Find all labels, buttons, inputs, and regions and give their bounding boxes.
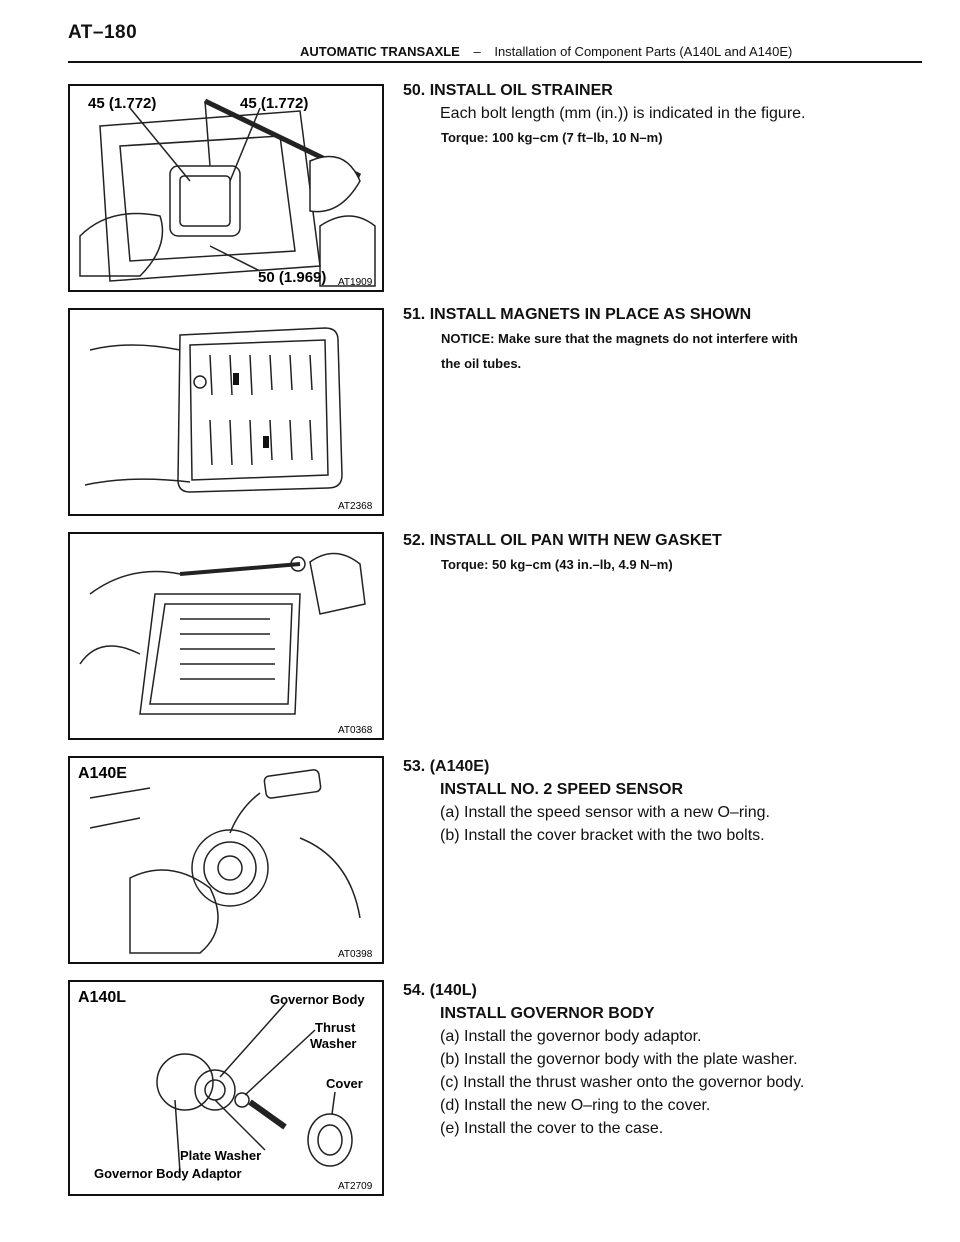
- step-item-c: (c) Install the thrust washer onto the g…: [440, 1074, 805, 1091]
- label-governor-body-adaptor: Governor Body Adaptor: [94, 1166, 242, 1181]
- page-header: AUTOMATIC TRANSAXLE – Installation of Co…: [300, 44, 792, 59]
- label-washer: Washer: [310, 1036, 356, 1051]
- step-53: 53. (A140E) INSTALL NO. 2 SPEED SENSOR (…: [403, 756, 923, 847]
- label-thrust: Thrust: [315, 1020, 356, 1035]
- step-heading: 53. (A140E): [403, 758, 490, 775]
- figure-oil-pan: AT0368: [68, 532, 384, 740]
- step-item-b: (b) Install the governor body with the p…: [440, 1051, 798, 1068]
- step-text: Each bolt length (mm (in.)) is indicated…: [440, 105, 806, 122]
- step-heading: 50. INSTALL OIL STRAINER: [403, 82, 613, 99]
- step-item-a: (a) Install the speed sensor with a new …: [440, 804, 770, 821]
- magnet-2: [263, 436, 269, 448]
- notice-line-1: NOTICE: Make sure that the magnets do no…: [441, 331, 798, 346]
- magnet-1: [233, 373, 239, 385]
- bolt-label-3: 50 (1.969): [258, 269, 326, 286]
- step-item-a: (a) Install the governor body adaptor.: [440, 1028, 702, 1045]
- step-50: 50. INSTALL OIL STRAINER Each bolt lengt…: [403, 80, 923, 150]
- magnets-illustration: AT2368: [84, 327, 373, 512]
- page-number: AT–180: [68, 22, 138, 43]
- label-plate-washer: Plate Washer: [180, 1148, 261, 1163]
- figure-title: A140L: [78, 989, 126, 1006]
- oil-strainer-illustration: 45 (1.772) 45 (1.772) 50 (1.969) AT1909: [79, 95, 376, 288]
- step-item-d: (d) Install the new O–ring to the cover.: [440, 1097, 711, 1114]
- label-cover: Cover: [326, 1076, 363, 1091]
- figure-code: AT0368: [338, 725, 373, 736]
- figure-title: A140E: [78, 765, 127, 782]
- torque-spec: Torque: 100 kg–cm (7 ft–lb, 10 N–m): [441, 130, 663, 145]
- header-separator: –: [473, 44, 481, 59]
- figure-oil-strainer: 45 (1.772) 45 (1.772) 50 (1.969) AT1909: [68, 84, 384, 292]
- bolt-label-2: 45 (1.772): [240, 95, 308, 112]
- figure-code: AT2368: [338, 501, 373, 512]
- section-title: AUTOMATIC TRANSAXLE: [300, 44, 460, 59]
- notice-line-2: the oil tubes.: [441, 356, 522, 371]
- step-item-b: (b) Install the cover bracket with the t…: [440, 827, 765, 844]
- figure-code: AT0398: [338, 949, 373, 960]
- figure-speed-sensor: A140E AT0398: [68, 756, 384, 964]
- label-governor-body: Governor Body: [270, 992, 365, 1007]
- torque-spec: Torque: 50 kg–cm (43 in.–lb, 4.9 N–m): [441, 557, 673, 572]
- header-rule: [68, 61, 922, 63]
- step-subheading: INSTALL GOVERNOR BODY: [440, 1005, 655, 1022]
- oil-pan-illustration: AT0368: [79, 552, 373, 736]
- step-51: 51. INSTALL MAGNETS IN PLACE AS SHOWN NO…: [403, 304, 923, 376]
- step-heading: 54. (140L): [403, 982, 477, 999]
- figure-code: AT2709: [338, 1181, 373, 1192]
- figure-governor-body: A140L Governor Body Thrust Washer Cover …: [68, 980, 384, 1196]
- step-54: 54. (140L) INSTALL GOVERNOR BODY (a) Ins…: [403, 980, 923, 1140]
- figure-code: AT1909: [338, 277, 373, 288]
- step-heading: 51. INSTALL MAGNETS IN PLACE AS SHOWN: [403, 306, 752, 323]
- bolt-label-1: 45 (1.772): [88, 95, 156, 112]
- figure-magnets: AT2368: [68, 308, 384, 516]
- governor-body-illustration: A140L Governor Body Thrust Washer Cover …: [78, 989, 373, 1192]
- step-item-e: (e) Install the cover to the case.: [440, 1120, 664, 1137]
- step-subheading: INSTALL NO. 2 SPEED SENSOR: [440, 781, 684, 798]
- section-subtitle: Installation of Component Parts (A140L a…: [494, 44, 793, 59]
- step-52: 52. INSTALL OIL PAN WITH NEW GASKET Torq…: [403, 530, 923, 577]
- speed-sensor-illustration: A140E AT0398: [78, 765, 373, 960]
- step-heading: 52. INSTALL OIL PAN WITH NEW GASKET: [403, 532, 722, 549]
